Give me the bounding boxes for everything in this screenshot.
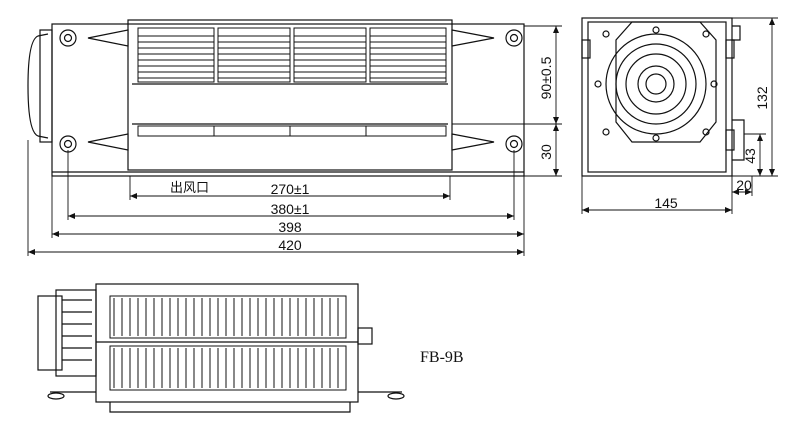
front-dimension-lines	[27, 25, 562, 256]
model-label: FB-9B	[420, 349, 464, 366]
perspective-grille	[109, 295, 347, 391]
dim-overall-height: 132	[754, 86, 770, 110]
dim-side-depth: 145	[654, 195, 678, 211]
side-dimension-lines	[581, 17, 778, 214]
dim-outlet-width: 270±1	[271, 181, 310, 197]
dim-body-length: 398	[278, 219, 302, 235]
side-view	[581, 17, 745, 177]
dim-outlet-height: 90±0.5	[538, 56, 554, 99]
upper-outlet-grille	[137, 27, 447, 83]
front-view	[27, 19, 525, 177]
lower-grille-strip	[137, 125, 447, 137]
dim-mounting-pitch: 380±1	[271, 201, 310, 217]
dim-lower-offset: 30	[538, 144, 554, 160]
dim-flange-width: 20	[736, 177, 752, 193]
outlet-label: 出风口	[170, 181, 209, 196]
dim-side-height: 43	[742, 148, 758, 164]
perspective-view	[37, 283, 405, 413]
dim-overall-length: 420	[278, 237, 302, 253]
